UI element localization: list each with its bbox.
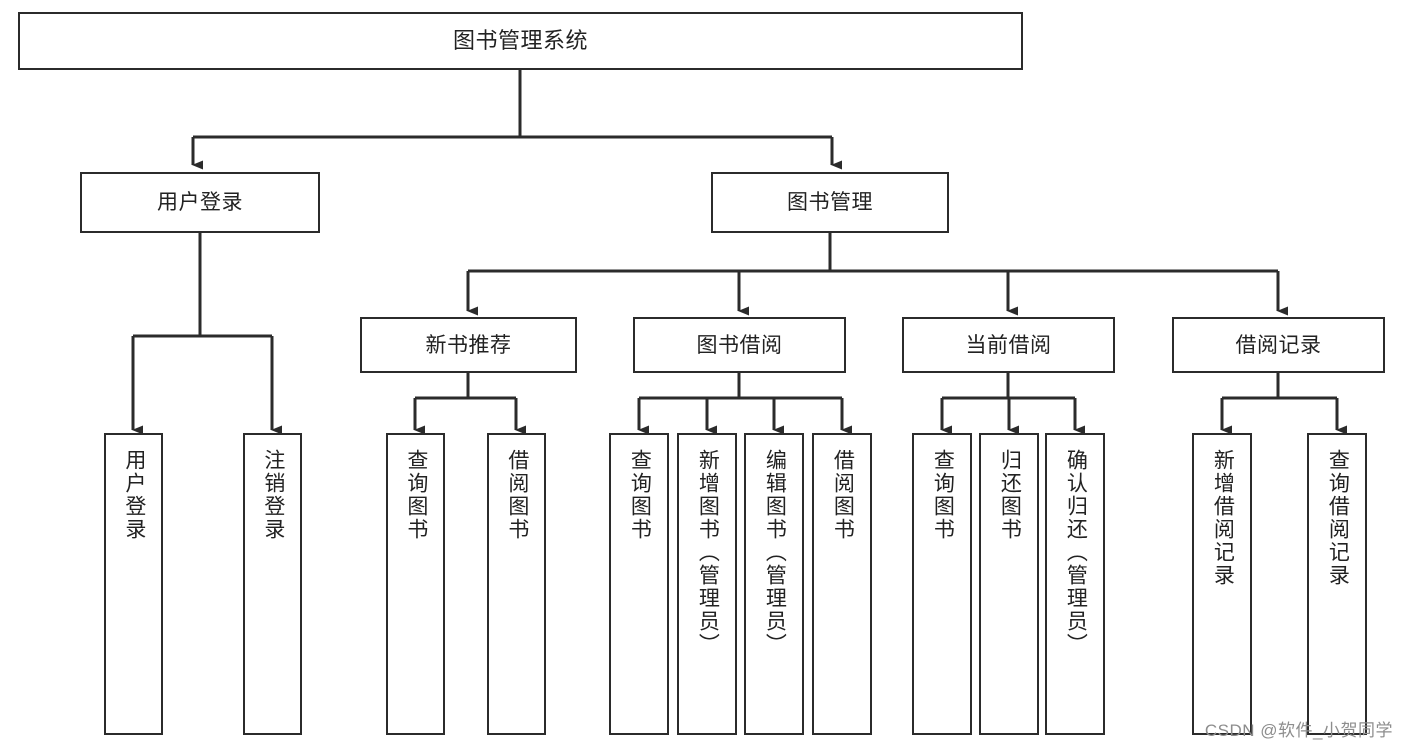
node-book-borrow[interactable]: 图书借阅: [633, 317, 846, 373]
node-leaf-borrow-book-1-label: 借阅图书: [505, 449, 529, 541]
node-leaf-logout-login[interactable]: 注销登录: [243, 433, 302, 735]
node-leaf-query-book-2[interactable]: 查询图书: [609, 433, 669, 735]
node-leaf-logout-login-label: 注销登录: [261, 449, 285, 541]
node-leaf-add-borrow-record[interactable]: 新增借阅记录: [1192, 433, 1252, 735]
node-borrow-record[interactable]: 借阅记录: [1172, 317, 1385, 373]
node-leaf-edit-book[interactable]: 编辑图书（管理员）: [744, 433, 804, 735]
node-leaf-add-book-label: 新增图书（管理员）: [696, 449, 720, 656]
node-root-label: 图书管理系统: [452, 28, 588, 53]
node-leaf-edit-book-label: 编辑图书（管理员）: [763, 449, 787, 656]
node-book-management-label: 图书管理: [787, 191, 873, 214]
node-current-borrow-label: 当前借阅: [965, 333, 1052, 357]
node-leaf-borrow-book-2[interactable]: 借阅图书: [812, 433, 872, 735]
node-user-login[interactable]: 用户登录: [80, 172, 320, 233]
node-current-borrow[interactable]: 当前借阅: [902, 317, 1115, 373]
node-leaf-query-book-3-label: 查询图书: [931, 449, 955, 541]
node-leaf-borrow-book-2-label: 借阅图书: [831, 449, 855, 541]
node-leaf-user-login[interactable]: 用户登录: [104, 433, 163, 735]
node-leaf-return-book[interactable]: 归还图书: [979, 433, 1039, 735]
node-new-book-recommend[interactable]: 新书推荐: [360, 317, 577, 373]
node-user-login-label: 用户登录: [157, 191, 243, 214]
node-leaf-confirm-return[interactable]: 确认归还（管理员）: [1045, 433, 1105, 735]
node-leaf-confirm-return-label: 确认归还（管理员）: [1064, 449, 1088, 656]
node-leaf-user-login-label: 用户登录: [122, 449, 146, 541]
csdn-watermark: CSDN @软件_小贺同学: [1204, 721, 1393, 740]
node-leaf-query-book-3[interactable]: 查询图书: [912, 433, 972, 735]
node-leaf-query-book-1[interactable]: 查询图书: [386, 433, 445, 735]
node-leaf-query-book-1-label: 查询图书: [404, 449, 428, 541]
node-leaf-query-borrow-record-label: 查询借阅记录: [1326, 449, 1350, 587]
node-leaf-borrow-book-1[interactable]: 借阅图书: [487, 433, 546, 735]
node-root-book-management-system[interactable]: 图书管理系统: [18, 12, 1023, 70]
node-leaf-add-book[interactable]: 新增图书（管理员）: [677, 433, 737, 735]
node-book-borrow-label: 图书借阅: [696, 333, 783, 357]
node-book-management[interactable]: 图书管理: [711, 172, 949, 233]
node-new-book-recommend-label: 新书推荐: [425, 333, 512, 357]
node-leaf-query-borrow-record[interactable]: 查询借阅记录: [1307, 433, 1367, 735]
node-leaf-add-borrow-record-label: 新增借阅记录: [1211, 449, 1235, 587]
node-leaf-query-book-2-label: 查询图书: [628, 449, 652, 541]
node-borrow-record-label: 借阅记录: [1235, 333, 1322, 357]
node-leaf-return-book-label: 归还图书: [998, 449, 1022, 541]
